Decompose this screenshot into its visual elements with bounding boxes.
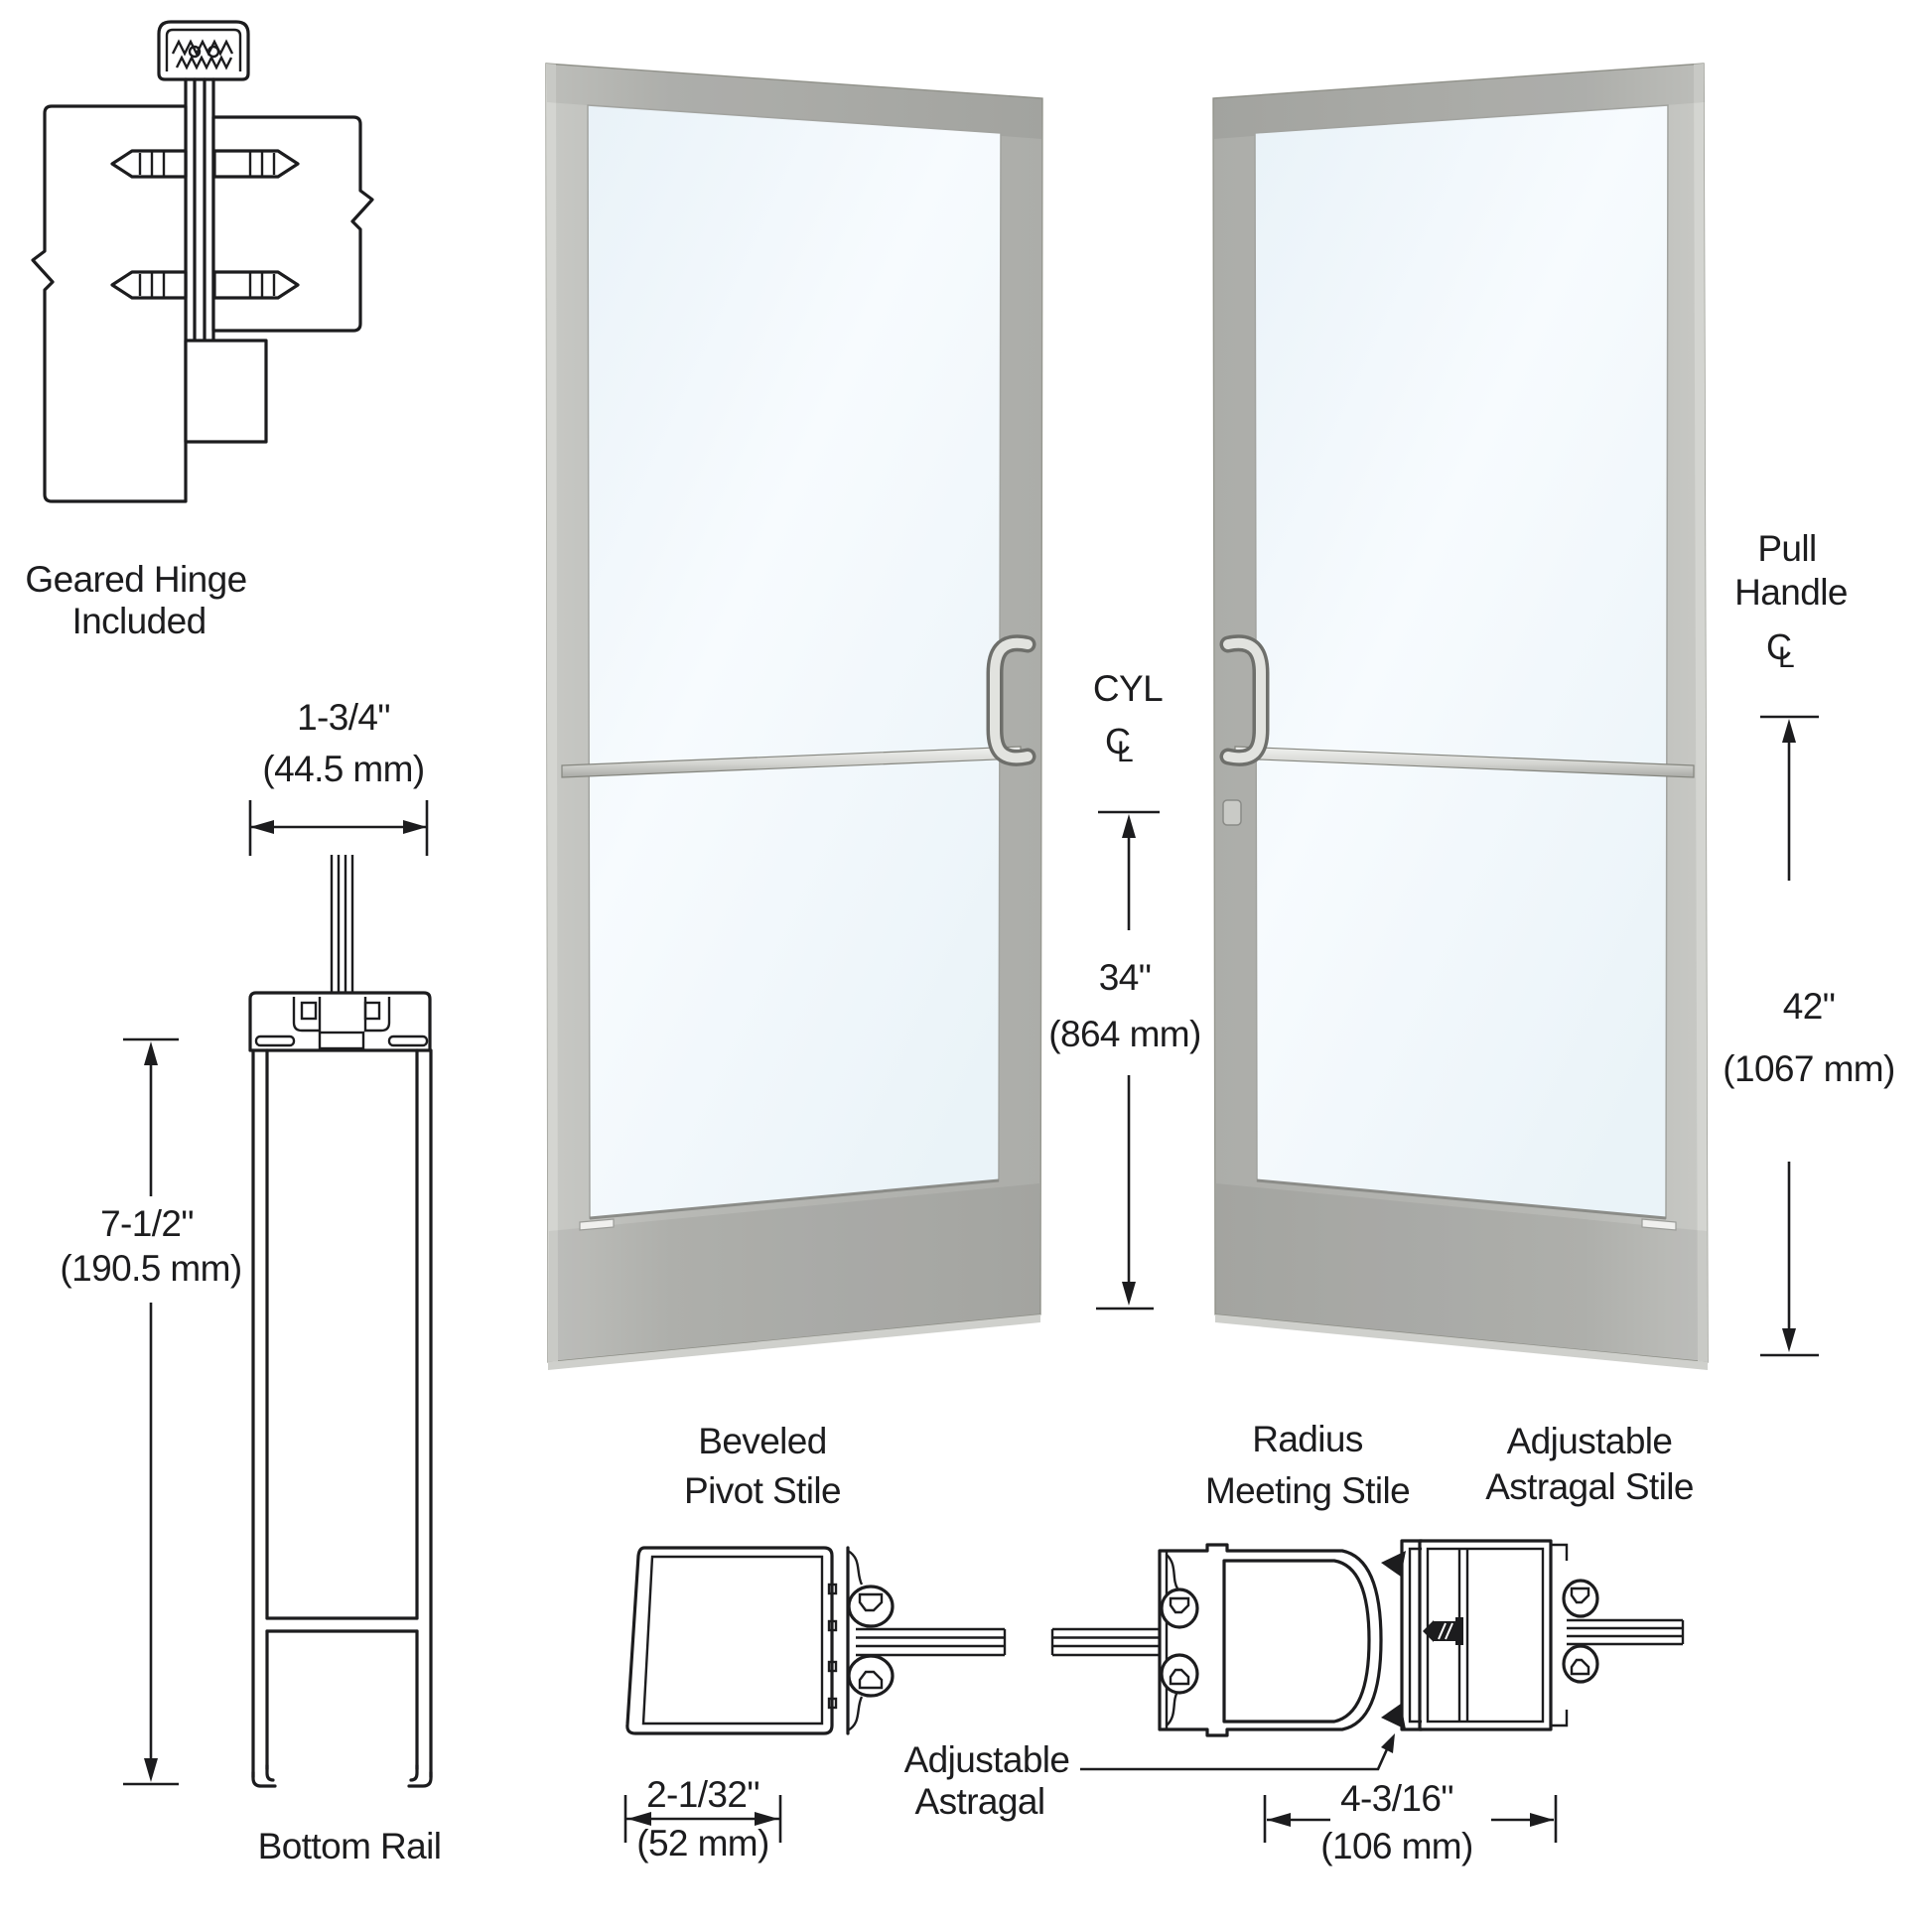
- pull-handle-centerline-icon: C L: [1766, 629, 1806, 685]
- beveled-pivot-stile-label-line1: Beveled: [698, 1421, 827, 1462]
- right-door-hinge-edge: [1694, 64, 1708, 1362]
- dim-stile-thickness-metric: (44.5 mm): [262, 749, 425, 790]
- dim-stile-thickness-imperial: 1-3/4": [297, 697, 390, 739]
- right-door-pull-handle: [1219, 634, 1270, 766]
- cyl-centerline-icon: C L: [1105, 724, 1145, 779]
- adjustable-astragal-stile-label-line2: Astragal Stile: [1485, 1466, 1694, 1508]
- left-door-bottom-edge: [548, 1314, 1040, 1370]
- dim-pivot-width-metric: (52 mm): [636, 1823, 769, 1864]
- dim-stile-thickness: [248, 800, 429, 856]
- dim-pivot-stile-width: [623, 1795, 782, 1843]
- leader-adjustable-astragal: [1080, 1733, 1395, 1771]
- centerline-l: L: [1117, 736, 1134, 768]
- dim-cyl-metric: (864 mm): [1048, 1014, 1201, 1055]
- left-door-hinge-edge: [546, 64, 558, 1362]
- adjustable-astragal-label-line1: Adjustable: [903, 1739, 1070, 1781]
- radius-meeting-stile-label-line1: Radius: [1252, 1419, 1363, 1460]
- right-door-bottom-rail: [1215, 1183, 1708, 1362]
- dim-bottom-rail-metric: (190.5 mm): [60, 1248, 242, 1290]
- right-door: [1212, 63, 1709, 1370]
- radius-meeting-stile-label-line2: Meeting Stile: [1204, 1470, 1411, 1512]
- dim-astragal-width: [1263, 1795, 1558, 1843]
- right-door-glass: [1254, 104, 1669, 1219]
- dim-pull-imperial: 42": [1782, 986, 1836, 1028]
- adjustable-astragal-stile-label-line1: Adjustable: [1506, 1421, 1673, 1462]
- right-door-rail-notch: [1641, 1218, 1677, 1231]
- dim-pivot-width-imperial: 2-1/32": [646, 1774, 759, 1816]
- beveled-pivot-stile-section: [625, 1546, 895, 1735]
- section-glass: [856, 1627, 1198, 1657]
- hinge-screws: [110, 149, 300, 300]
- bottom-rail-label: Bottom Rail: [257, 1826, 442, 1867]
- right-door-bottom-edge: [1215, 1314, 1708, 1370]
- pull-handle-label-line2: Handle: [1734, 572, 1848, 614]
- left-door-rail-notch: [579, 1218, 615, 1231]
- left-door: [545, 63, 1043, 1370]
- beveled-pivot-stile-label-line2: Pivot Stile: [684, 1470, 842, 1512]
- geared-hinge-note-line1: Geared Hinge: [25, 559, 247, 601]
- left-door-bottom-rail: [548, 1183, 1040, 1362]
- geared-hinge-section: [31, 20, 374, 503]
- dim-astragal-width-imperial: 4-3/16": [1340, 1778, 1453, 1820]
- adjustable-astragal-label-line2: Astragal: [914, 1781, 1046, 1823]
- dim-pull-metric: (1067 mm): [1723, 1048, 1895, 1090]
- radius-meeting-stile-section: [1158, 1543, 1406, 1737]
- left-door-pull-handle: [986, 634, 1036, 766]
- bottom-rail-section: [248, 855, 433, 1788]
- dim-bottom-rail-height: [123, 1037, 179, 1786]
- astragal-screw: [1423, 1617, 1463, 1645]
- dim-pull-handle-height: [1760, 715, 1819, 1357]
- left-door-glass: [587, 104, 1002, 1219]
- adjustable-astragal-stile-section: [1400, 1539, 1685, 1731]
- centerline-c: C: [1105, 721, 1131, 761]
- cyl-label: CYL: [1092, 668, 1164, 710]
- dim-cyl-imperial: 34": [1098, 957, 1152, 999]
- centerline-l: L: [1778, 641, 1795, 674]
- pull-handle-label-line1: Pull: [1757, 528, 1817, 570]
- centerline-c: C: [1766, 626, 1792, 667]
- dim-astragal-width-metric: (106 mm): [1320, 1826, 1473, 1867]
- dim-cyl-height: [1096, 810, 1160, 1311]
- right-door-cylinder: [1222, 799, 1242, 826]
- geared-hinge-note-line2: Included: [71, 601, 207, 642]
- dim-bottom-rail-imperial: 7-1/2": [100, 1203, 194, 1245]
